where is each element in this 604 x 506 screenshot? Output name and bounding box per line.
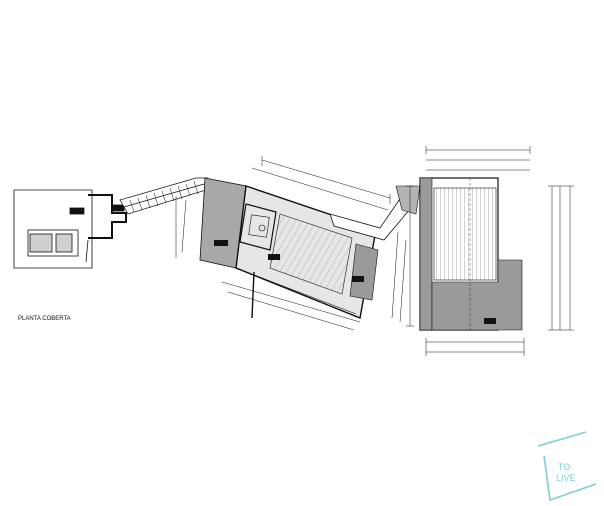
dimension-lines-center [175,156,407,331]
logo-text-bottom: LIVE [556,473,576,483]
drawing-title: PLANTA COBERTA [18,316,71,322]
site-block [13,189,127,269]
roof-plan [419,177,523,331]
logo: TO LIVE [537,431,597,502]
logo-text-top: TO [558,462,570,472]
main-plan [199,177,421,319]
dimension-lines-right [406,146,574,356]
access-stair [119,177,209,215]
